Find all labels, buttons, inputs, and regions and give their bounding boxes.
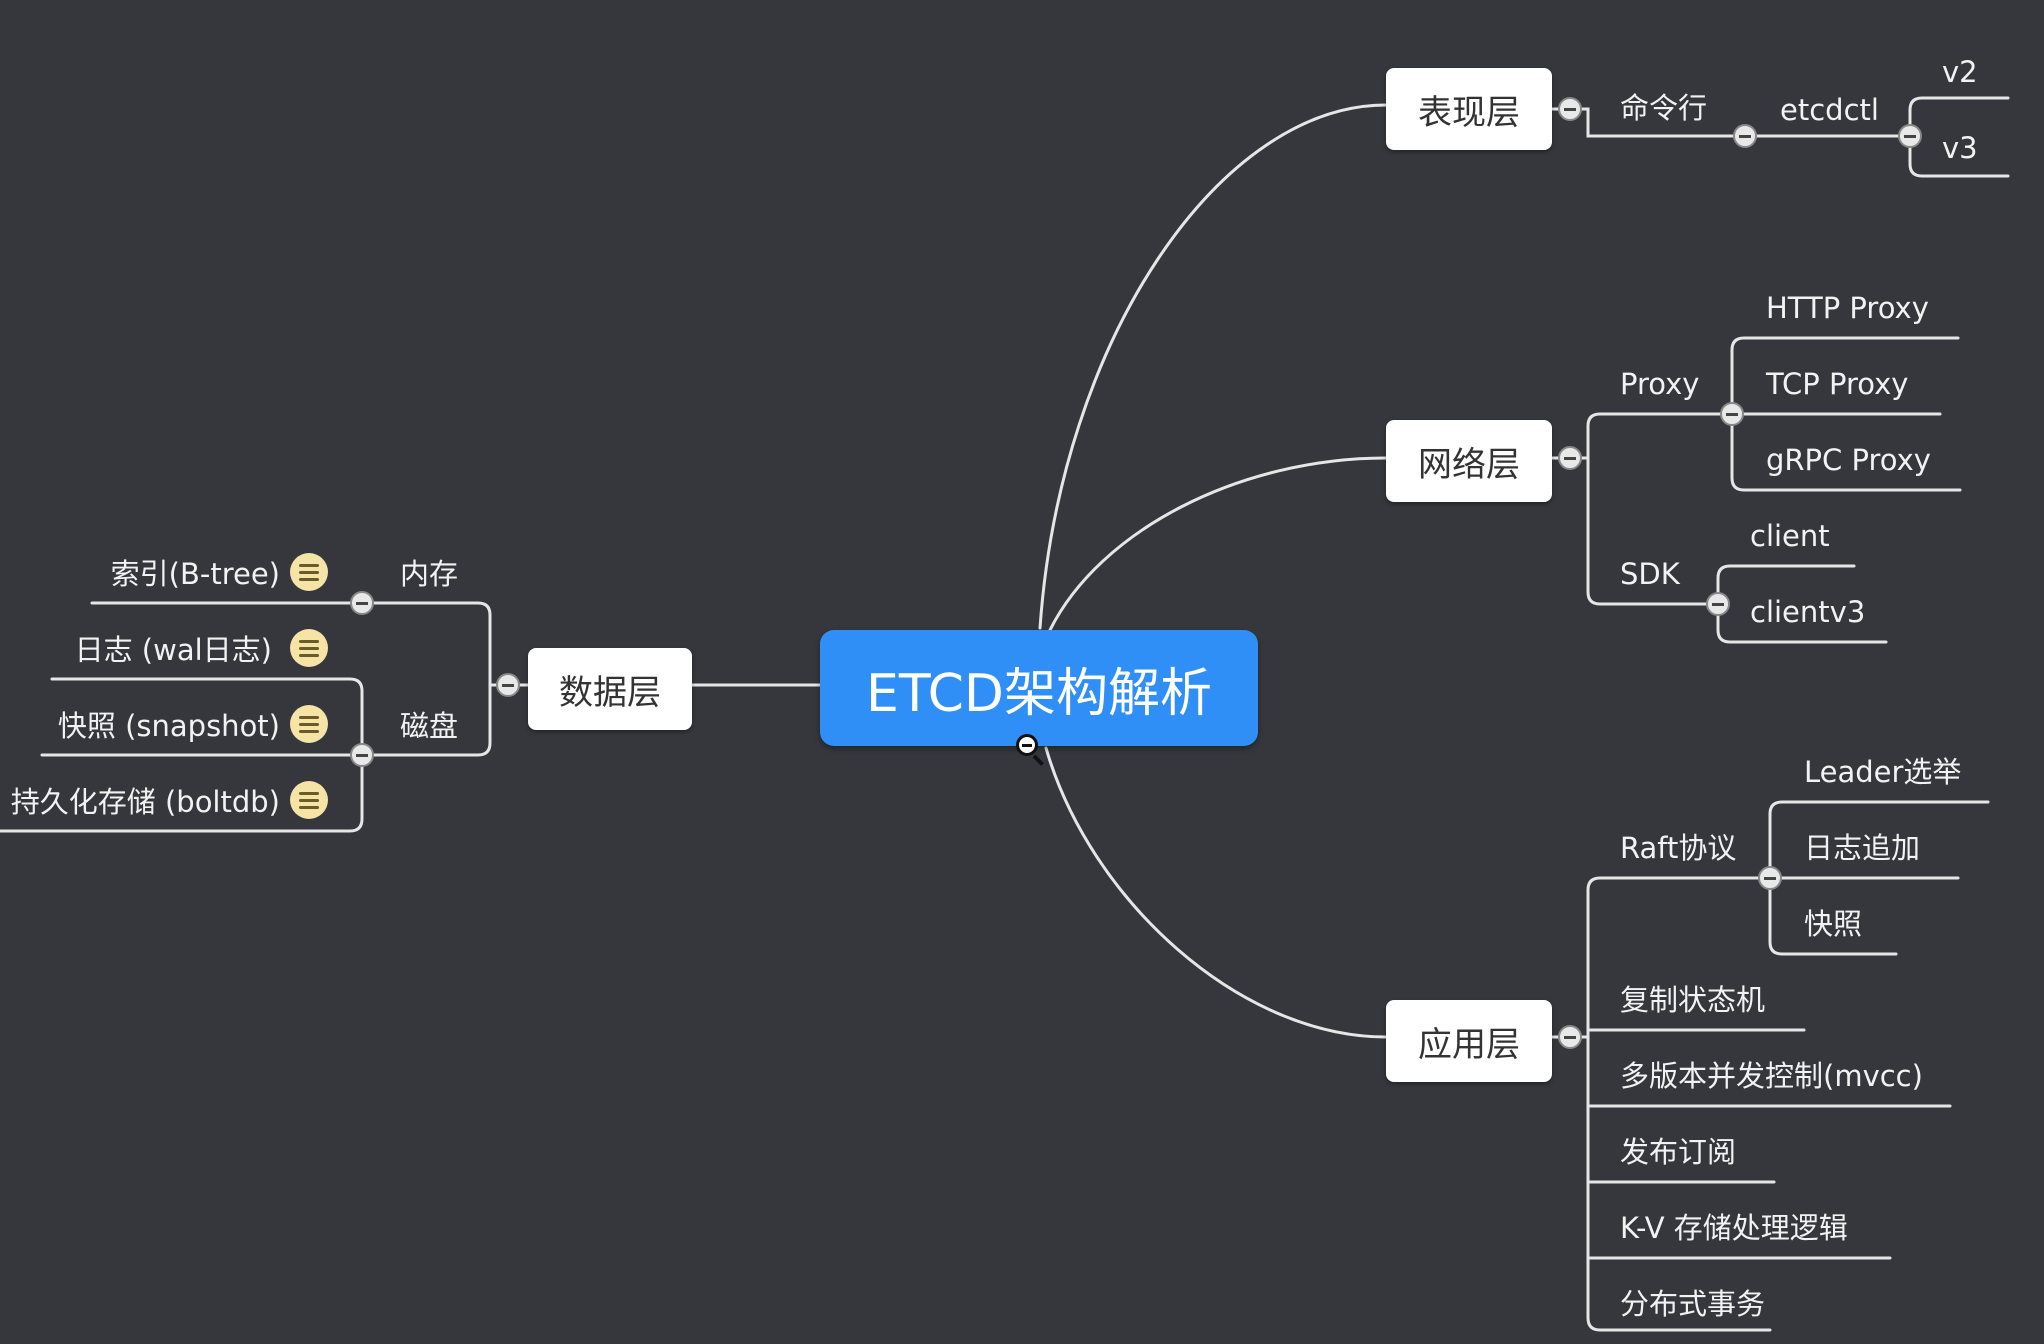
- subtopic-v3[interactable]: v3: [1942, 131, 1978, 165]
- central-topic[interactable]: ETCD架构解析: [820, 630, 1258, 746]
- subtopic-persist[interactable]: 持久化存储 (boltdb): [10, 785, 280, 819]
- subtopic-mvcc[interactable]: 多版本并发控制(mvcc): [1620, 1059, 1923, 1093]
- collapse-toggle-etcdctl[interactable]: [1898, 124, 1922, 148]
- subtopic-v2[interactable]: v2: [1942, 55, 1978, 89]
- subtopic-disk[interactable]: 磁盘: [400, 709, 459, 743]
- collapse-toggle-application[interactable]: [1558, 1025, 1582, 1049]
- collapse-toggle-disk[interactable]: [350, 743, 374, 767]
- subtopic-snap[interactable]: 快照 (snapshot): [57, 709, 280, 743]
- collapse-toggle-data[interactable]: [496, 673, 520, 697]
- note-icon[interactable]: [290, 705, 328, 743]
- subtopic-snapshot[interactable]: 快照: [1804, 907, 1863, 941]
- topic-application-layer[interactable]: 应用层: [1386, 1000, 1552, 1082]
- subtopic-log-append[interactable]: 日志追加: [1804, 831, 1921, 865]
- note-icon[interactable]: [290, 629, 328, 667]
- subtopic-raft[interactable]: Raft协议: [1620, 831, 1737, 865]
- subtopic-wal[interactable]: 日志 (wal日志): [74, 633, 272, 667]
- collapse-toggle-proxy[interactable]: [1720, 402, 1744, 426]
- subtopic-proxy[interactable]: Proxy: [1620, 367, 1700, 401]
- note-icon[interactable]: [290, 781, 328, 819]
- note-icon[interactable]: [290, 553, 328, 591]
- subtopic-clientv3[interactable]: clientv3: [1750, 595, 1866, 629]
- branch-network: [1048, 456, 1388, 632]
- branch-application: [1044, 746, 1388, 1039]
- subtopic-replicated-state-machine[interactable]: 复制状态机: [1620, 983, 1766, 1017]
- subtopic-cli[interactable]: 命令行: [1620, 91, 1708, 125]
- subtopic-leader-election[interactable]: Leader选举: [1804, 755, 1962, 789]
- branch-presentation: [1038, 103, 1388, 630]
- collapse-toggle-network[interactable]: [1558, 446, 1582, 470]
- subtopic-memory[interactable]: 内存: [400, 557, 459, 591]
- topic-data-layer[interactable]: 数据层: [528, 648, 692, 730]
- subtopic-client[interactable]: client: [1750, 519, 1830, 553]
- subtopic-grpc-proxy[interactable]: gRPC Proxy: [1766, 443, 1931, 477]
- subtopic-pubsub[interactable]: 发布订阅: [1620, 1135, 1737, 1169]
- subtopic-distributed-tx[interactable]: 分布式事务: [1620, 1287, 1766, 1321]
- subtopic-sdk[interactable]: SDK: [1620, 557, 1680, 591]
- subtopic-http-proxy[interactable]: HTTP Proxy: [1766, 291, 1929, 325]
- topic-network-layer[interactable]: 网络层: [1386, 420, 1552, 502]
- collapse-toggle-sdk[interactable]: [1706, 592, 1730, 616]
- topic-presentation-layer[interactable]: 表现层: [1386, 68, 1552, 150]
- collapse-toggle-presentation[interactable]: [1558, 97, 1582, 121]
- collapse-toggle-memory[interactable]: [350, 591, 374, 615]
- collapse-toggle-raft[interactable]: [1758, 866, 1782, 890]
- collapse-toggle-cli[interactable]: [1733, 124, 1757, 148]
- subtopic-kv-logic[interactable]: K-V 存储处理逻辑: [1620, 1211, 1848, 1245]
- subtopic-index[interactable]: 索引(B-tree): [110, 557, 280, 591]
- subtopic-tcp-proxy[interactable]: TCP Proxy: [1766, 367, 1909, 401]
- subtopic-etcdctl[interactable]: etcdctl: [1780, 93, 1879, 127]
- zoom-out-cursor-icon: [1016, 734, 1038, 756]
